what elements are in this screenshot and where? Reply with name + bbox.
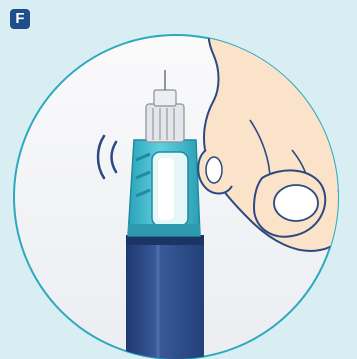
pen-cartridge-holder xyxy=(128,140,200,236)
pen-body xyxy=(126,235,204,359)
